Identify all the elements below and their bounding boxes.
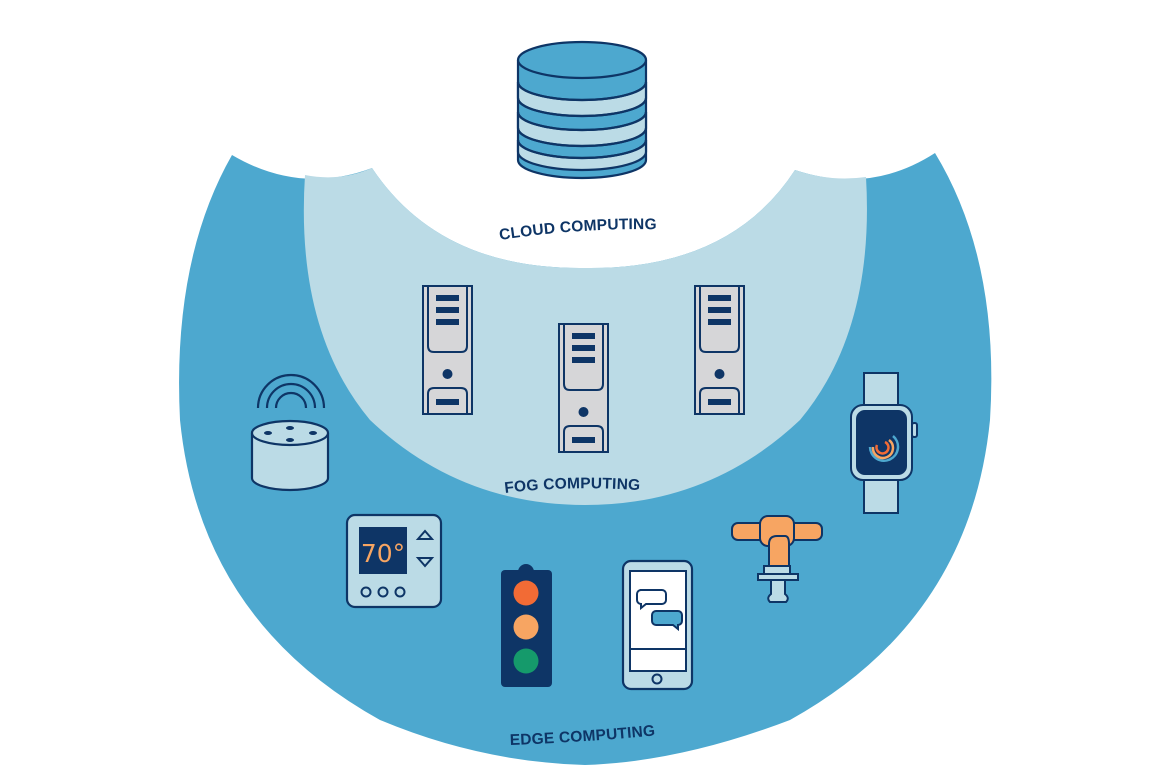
database-icon — [516, 40, 648, 180]
valve-icon — [731, 515, 823, 603]
server-icon-left — [422, 285, 473, 415]
traffic-light-icon — [501, 564, 552, 687]
fog-computing-label: FOG COMPUTING — [504, 475, 641, 497]
smartphone-icon — [621, 559, 694, 691]
thermostat-icon: 70° — [345, 513, 443, 609]
chat-bubble-icon — [636, 589, 683, 632]
server-icon-center — [558, 323, 609, 453]
cloud-computing-label: CLOUD COMPUTING — [498, 216, 657, 244]
server-icon-right — [694, 285, 745, 415]
smartwatch-icon — [850, 372, 918, 514]
green-light — [513, 648, 539, 674]
smart-speaker-icon — [250, 373, 330, 492]
thermostat-temperature: 70° — [361, 539, 405, 568]
red-light — [513, 580, 539, 606]
amber-light — [513, 614, 539, 640]
